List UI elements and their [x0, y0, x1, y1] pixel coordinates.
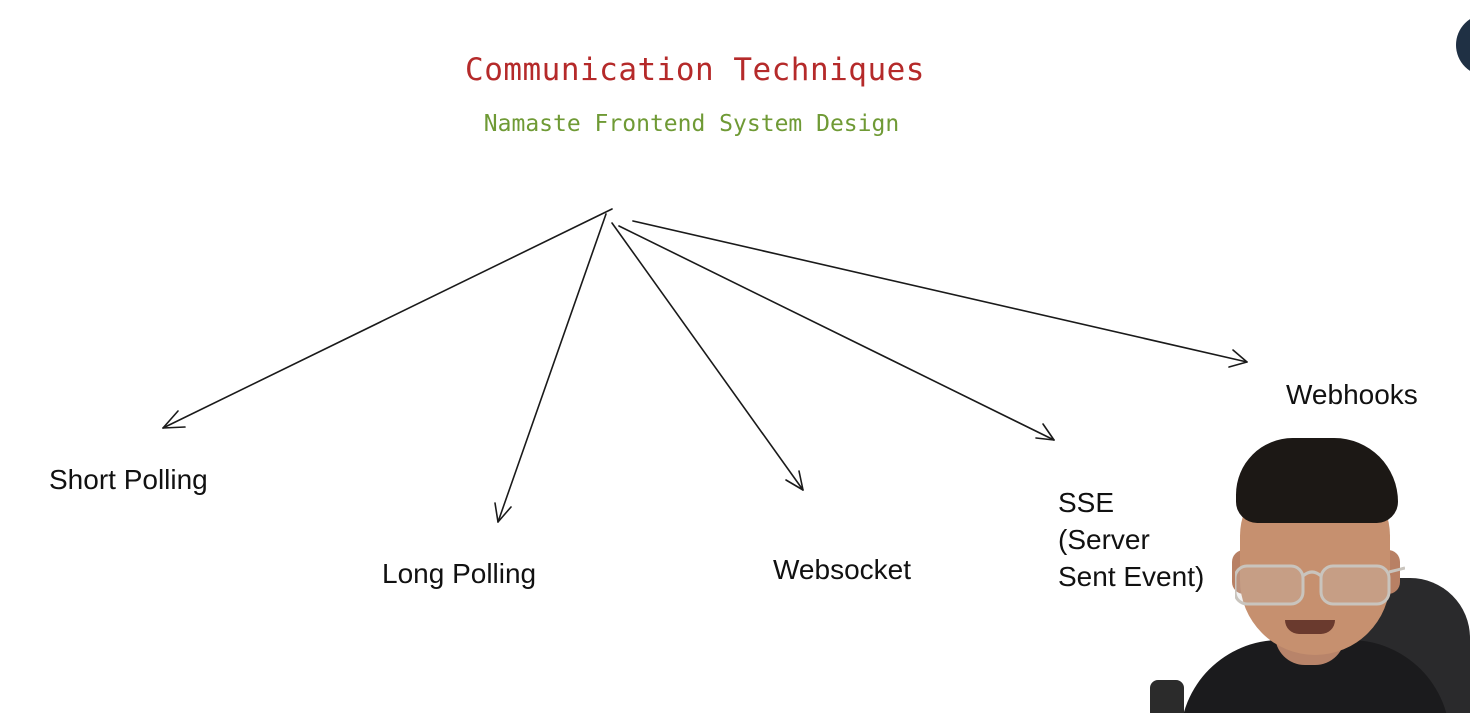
arrow-to-short-polling — [162, 208, 613, 429]
sse-line-3: Sent Event) — [1058, 561, 1205, 592]
arrow-to-websocket — [611, 222, 804, 491]
diagram-subtitle: Namaste Frontend System Design — [483, 111, 900, 137]
arrow-to-webhooks — [632, 220, 1248, 363]
presenter-hair — [1236, 438, 1398, 523]
diagram-title: Communication Techniques — [465, 52, 925, 88]
corner-logo-badge — [1456, 14, 1470, 76]
presenter-webcam — [1140, 430, 1470, 713]
arrow-to-sse — [618, 225, 1055, 441]
arrowhead-short-polling — [162, 410, 186, 429]
arrow-to-long-polling — [497, 213, 607, 523]
node-websocket: Websocket — [773, 554, 911, 585]
microphone — [1150, 680, 1184, 713]
sse-line-1: SSE — [1058, 487, 1115, 518]
arrowhead-webhooks — [1228, 349, 1248, 368]
arrowhead-sse — [1035, 423, 1055, 441]
node-sse: SSE (Server Sent Event) — [1058, 484, 1204, 595]
node-short-polling: Short Polling — [49, 464, 208, 495]
node-webhooks: Webhooks — [1286, 379, 1418, 410]
sse-line-2: (Server — [1058, 524, 1150, 555]
presenter-mouth — [1285, 620, 1335, 634]
node-long-polling: Long Polling — [382, 558, 537, 589]
glasses-icon — [1235, 564, 1405, 606]
arrowhead-long-polling — [494, 502, 512, 523]
arrowhead-websocket — [785, 470, 804, 491]
